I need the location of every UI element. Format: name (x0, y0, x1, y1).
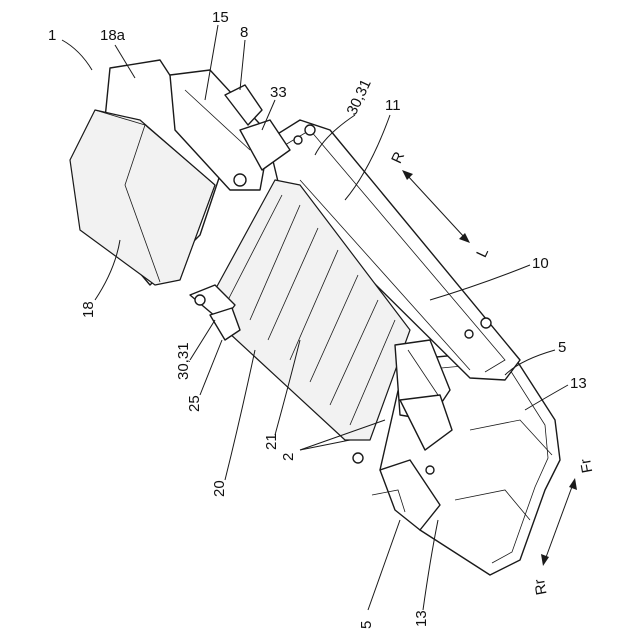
label-5-right: 5 (558, 339, 566, 356)
label-5-bottom: 5 (358, 621, 375, 629)
label-30-31-top: 30,31 (344, 77, 375, 118)
label-25: 25 (186, 395, 203, 412)
label-11: 11 (385, 97, 401, 114)
label-21: 21 (263, 433, 280, 450)
label-10: 10 (532, 255, 549, 272)
label-13-right: 13 (570, 375, 587, 392)
label-18a: 18a (100, 27, 126, 44)
label-30-31-left: 30,31 (175, 342, 192, 380)
label-20: 20 (211, 480, 228, 497)
label-33: 33 (270, 84, 287, 101)
label-15: 15 (212, 9, 229, 26)
label-13-bottom: 13 (413, 610, 430, 627)
direction-fr: Fr (577, 457, 596, 474)
direction-rr: Rr (531, 578, 550, 597)
label-1: 1 (48, 27, 56, 44)
direction-r: R (388, 149, 408, 166)
label-8: 8 (240, 24, 248, 41)
label-2: 2 (280, 453, 297, 461)
direction-l: L (473, 245, 492, 260)
label-18: 18 (80, 301, 97, 318)
